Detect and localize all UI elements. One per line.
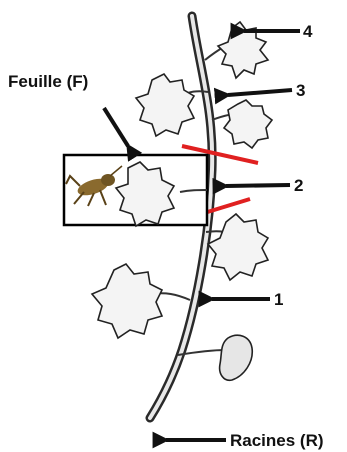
arrow-left-icon	[226, 185, 290, 186]
leaf-node-3	[136, 74, 194, 136]
node-label-2: 2	[294, 176, 303, 195]
arrow-left-icon	[228, 90, 292, 95]
node-label-1: 1	[274, 290, 283, 309]
leaf-right-lower	[208, 214, 268, 280]
node-label-4: 4	[303, 22, 313, 41]
leaf-inset-box	[64, 155, 207, 226]
leaf-title-label: Feuille (F)	[8, 72, 88, 91]
leaf-right-upper	[224, 100, 272, 148]
leaf-node-1	[92, 264, 162, 338]
node-label-3: 3	[296, 81, 305, 100]
leaf-bottom-curled	[220, 335, 253, 380]
roots-label: Racines (R)	[230, 431, 324, 450]
arrow-down-icon	[104, 108, 128, 146]
